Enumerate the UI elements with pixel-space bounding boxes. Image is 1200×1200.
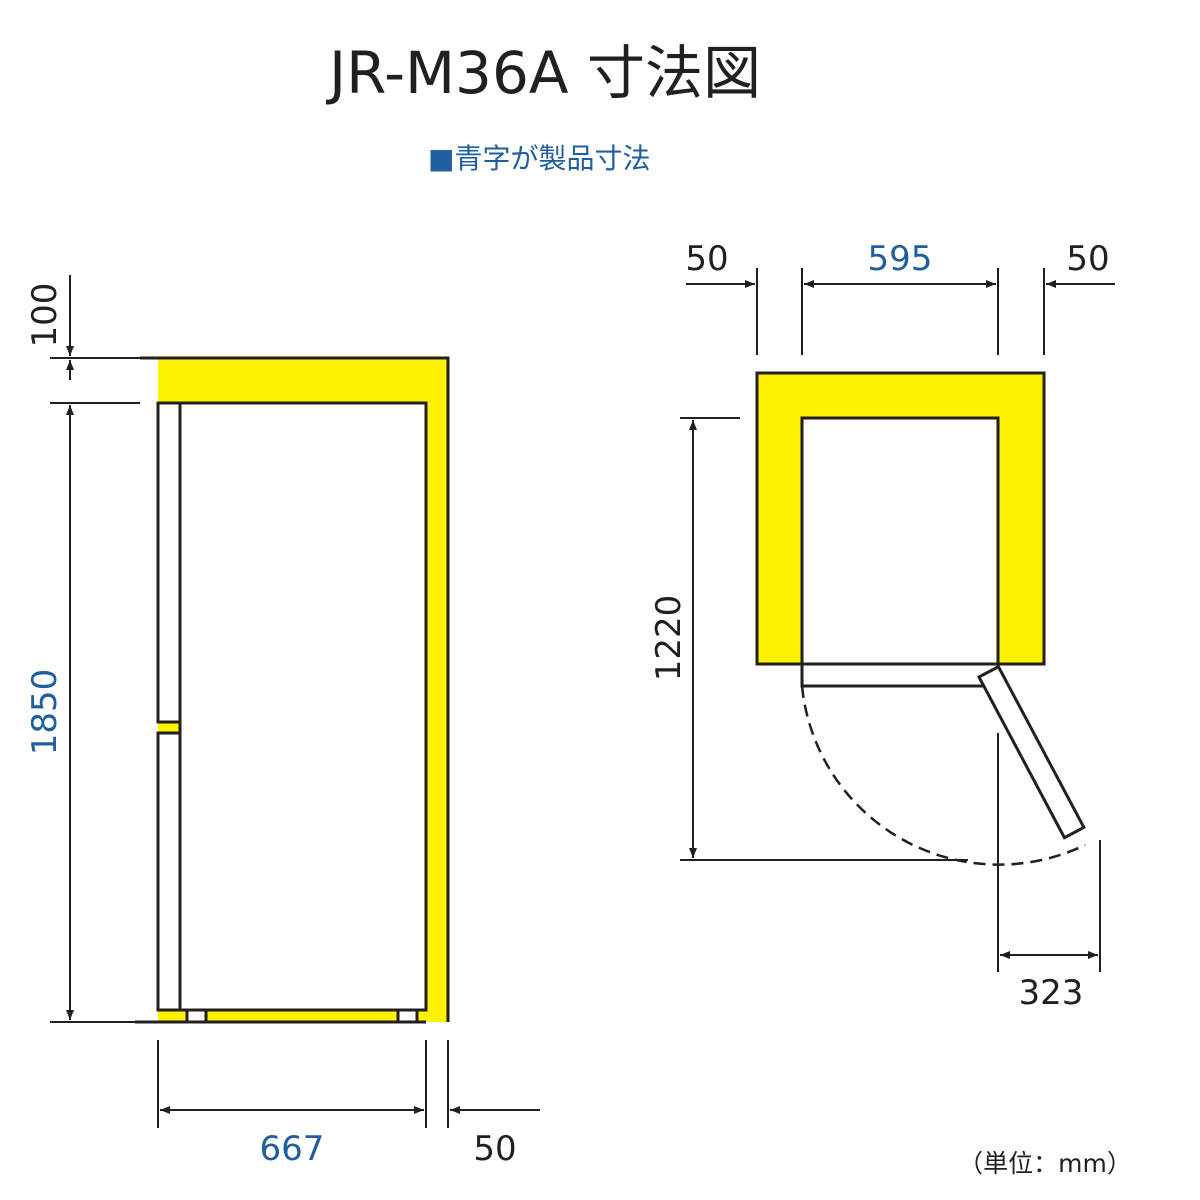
door-swing-arc <box>800 685 1086 866</box>
open-door <box>976 664 1086 840</box>
depth-label: 1220 <box>649 595 689 682</box>
foot <box>396 1008 419 1024</box>
side-clearance-label: 50 <box>473 1129 516 1169</box>
fridge-body <box>178 401 428 1012</box>
foot <box>185 1008 208 1024</box>
top-clearance-label: 100 <box>25 283 65 348</box>
lower-door <box>156 731 182 1012</box>
width-label: 667 <box>260 1129 325 1169</box>
closed-door <box>800 662 1000 688</box>
right-clearance-label: 50 <box>1066 239 1109 279</box>
top-width-label: 595 <box>868 239 933 279</box>
upper-door <box>156 401 182 724</box>
height-label: 1850 <box>25 669 65 756</box>
legend: ■青字が製品寸法 <box>428 142 650 175</box>
fridge-body <box>800 416 1000 666</box>
title: JR-M36A 寸法図 <box>326 39 761 107</box>
top-view <box>680 268 1115 972</box>
unit-label: （単位：mm） <box>958 1149 1132 1178</box>
left-clearance-label: 50 <box>685 239 728 279</box>
door-swing-label: 323 <box>1019 973 1084 1013</box>
front-view <box>50 275 540 1128</box>
